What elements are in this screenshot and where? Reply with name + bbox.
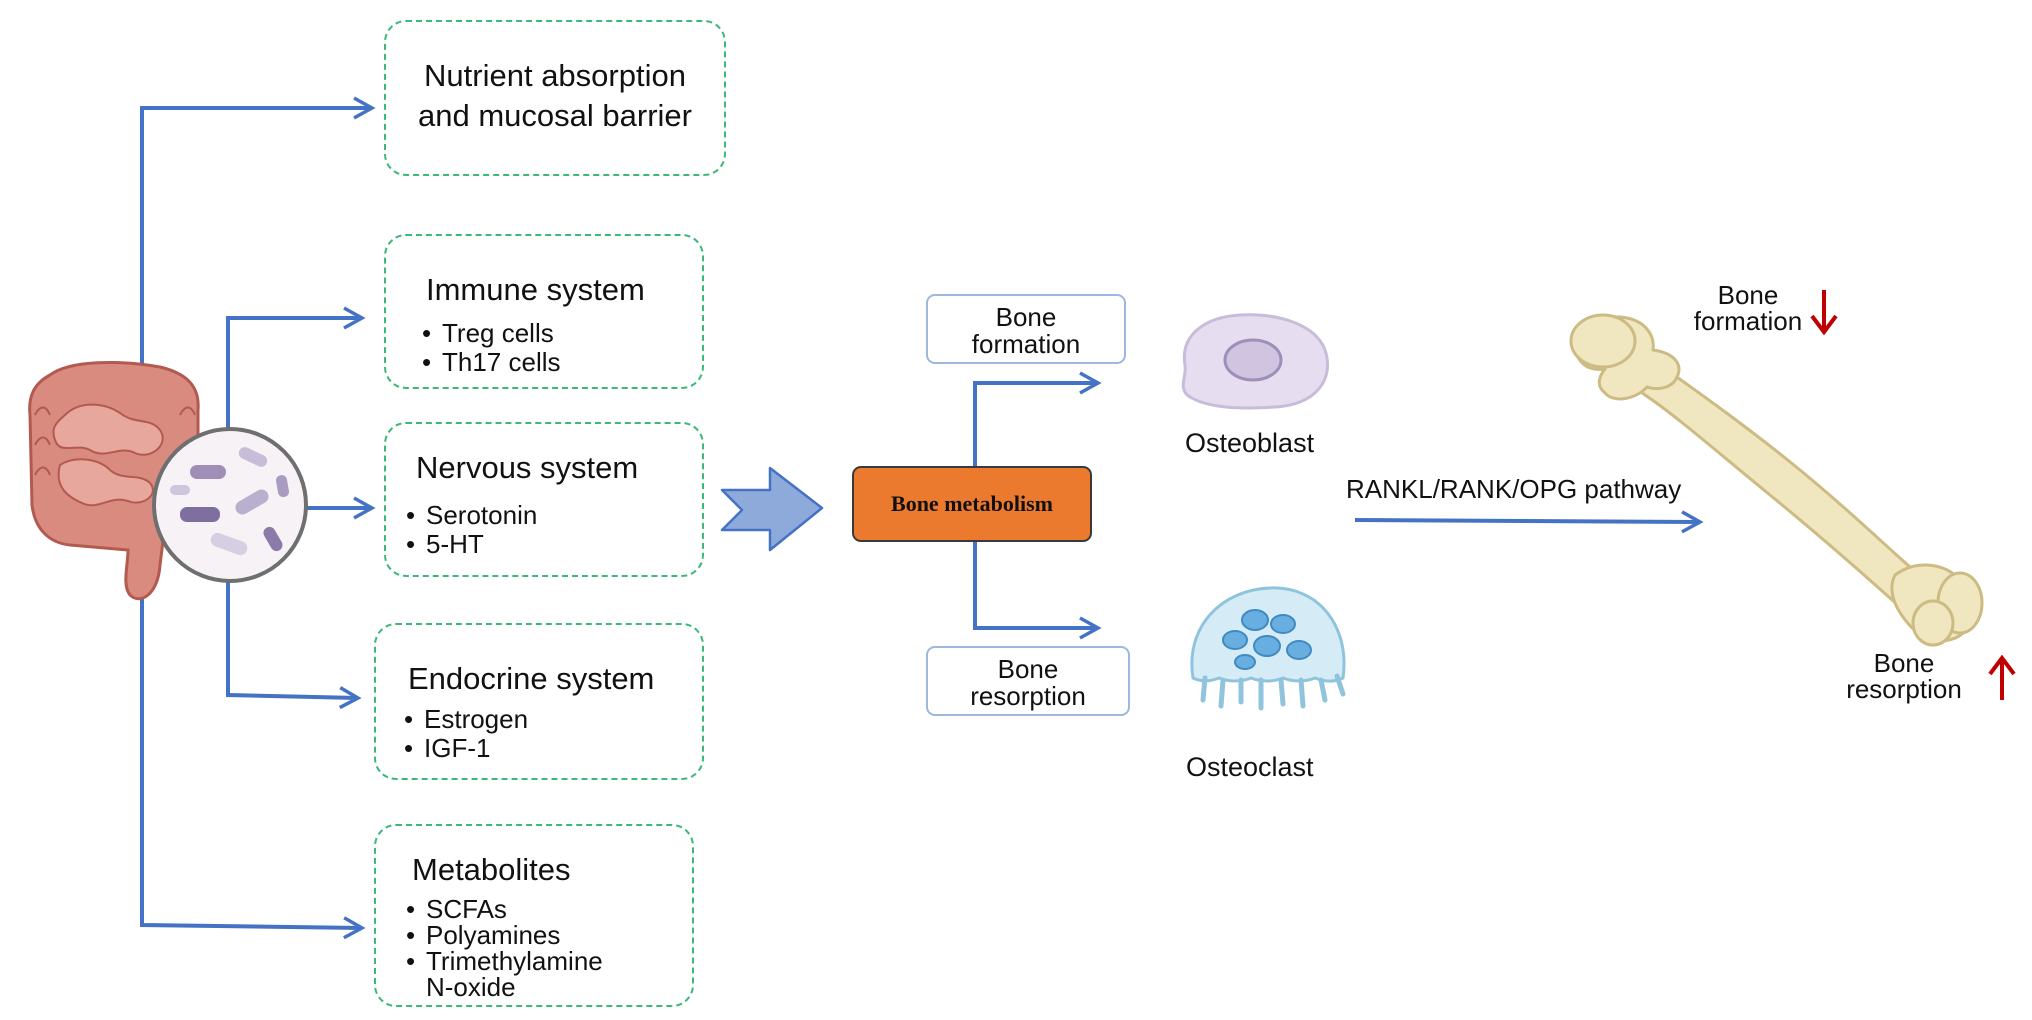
pathway-arrow	[1354, 510, 1704, 534]
list-item: Th17 cells	[422, 348, 561, 378]
metabolites-list: SCFAs Polyamines Trimethylamine N-oxide	[406, 896, 603, 1000]
osteoblast-icon	[1181, 313, 1330, 410]
immune-list: Treg cells Th17 cells	[422, 319, 561, 378]
bone-resorption-box: Bone resorption	[926, 646, 1130, 716]
osteoclast-icon	[1190, 586, 1346, 711]
bone-formation-line1: Bone	[995, 302, 1057, 332]
resorption-up-arrow	[1988, 654, 2016, 700]
immune-box: Immune system Treg cells Th17 cells	[384, 234, 704, 389]
bone-resorption-line2: resorption	[970, 681, 1086, 711]
arrow-to-osteoblast	[973, 371, 1102, 466]
femur-icon	[1569, 313, 1984, 647]
branch-to-endocrine	[226, 580, 362, 710]
effect-resorption-line2: resorption	[1846, 674, 1962, 704]
bone-formation-line2: formation	[971, 329, 1081, 359]
big-right-arrow	[720, 466, 824, 552]
branch-to-immune	[226, 306, 366, 440]
list-item: SCFAs	[406, 896, 603, 922]
nervous-box: Nervous system Serotonin 5-HT	[384, 422, 704, 577]
bone-metabolism-label: Bone metabolism	[891, 491, 1053, 516]
list-item: Serotonin	[406, 501, 537, 531]
list-item: Estrogen	[404, 705, 528, 735]
bone-formation-box: Bone formation	[926, 294, 1126, 364]
effect-resorption: Bone resorption	[1834, 650, 1974, 702]
list-item: N-oxide	[426, 972, 516, 1002]
list-item: Trimethylamine	[406, 948, 603, 974]
endocrine-box: Endocrine system Estrogen IGF-1	[374, 623, 704, 780]
branch-to-metabolites	[140, 575, 366, 940]
osteoblast-label: Osteoblast	[1185, 428, 1315, 458]
metabolites-title: Metabolites	[412, 852, 571, 887]
nervous-list: Serotonin 5-HT	[406, 501, 537, 560]
nutrient-box: Nutrient absorption and mucosal barrier	[384, 20, 726, 176]
intestine-icon	[28, 361, 200, 601]
effect-formation-line2: formation	[1693, 306, 1803, 336]
endocrine-title: Endocrine system	[408, 661, 655, 696]
nutrient-title-line2: and mucosal barrier	[418, 98, 692, 133]
bone-metabolism-box: Bone metabolism	[852, 466, 1092, 542]
list-item: IGF-1	[404, 734, 528, 764]
formation-down-arrow	[1810, 290, 1838, 336]
bone-resorption-line1: Bone	[997, 654, 1059, 684]
immune-title: Immune system	[426, 272, 645, 307]
effect-formation-line1: Bone	[1717, 280, 1779, 310]
endocrine-list: Estrogen IGF-1	[404, 705, 528, 764]
microbiota-icon	[152, 427, 308, 583]
effect-resorption-line1: Bone	[1873, 648, 1935, 678]
list-item: Treg cells	[422, 319, 561, 349]
effect-formation: Bone formation	[1688, 282, 1808, 334]
nervous-title: Nervous system	[416, 450, 639, 485]
branch-to-nutrient	[140, 96, 376, 380]
metabolites-box: Metabolites SCFAs Polyamines Trimethylam…	[374, 824, 694, 1007]
list-item: Polyamines	[406, 922, 603, 948]
osteoclast-label: Osteoclast	[1186, 752, 1314, 782]
list-item: 5-HT	[406, 530, 537, 560]
arrow-to-osteoclast	[973, 542, 1102, 640]
nutrient-title-line1: Nutrient absorption	[424, 58, 686, 93]
pathway-label: RANKL/RANK/OPG pathway	[1346, 474, 1682, 504]
